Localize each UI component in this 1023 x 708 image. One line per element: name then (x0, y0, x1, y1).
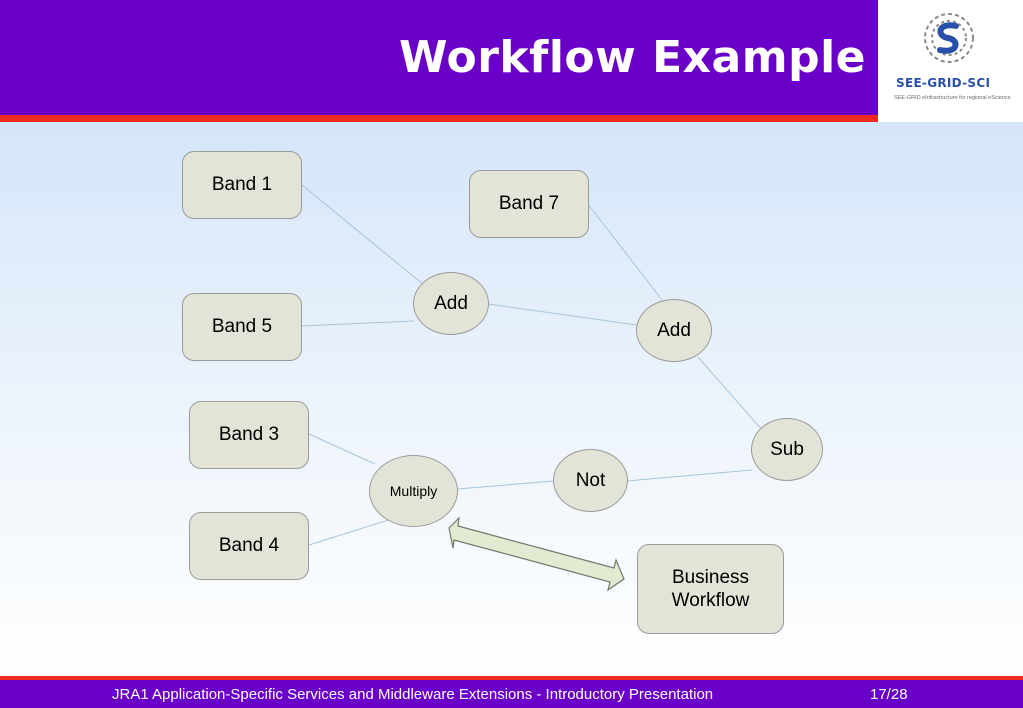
header-bar (0, 0, 878, 115)
header-accent-line (0, 115, 878, 122)
node-band-3: Band 3 (189, 401, 309, 469)
footer-accent-line (0, 676, 1023, 680)
node-not: Not (553, 449, 628, 512)
node-multiply: Multiply (369, 455, 458, 527)
edge-band4-multiply (308, 516, 399, 546)
footer-text: JRA1 Application-Specific Services and M… (112, 686, 714, 703)
edge-band5-add (301, 320, 415, 327)
edge-not-sub (626, 469, 753, 482)
node-add-2: Add (636, 299, 712, 362)
node-band-7: Band 7 (469, 170, 589, 238)
node-business-workflow: Business Workflow (637, 544, 784, 634)
edge-band7-add (587, 203, 663, 301)
edge-band1-add (301, 184, 425, 286)
slide-title: Workflow Example (399, 32, 866, 83)
node-band-1: Band 1 (182, 151, 302, 219)
node-add-1: Add (413, 272, 489, 335)
edge-multiply-not (456, 480, 555, 490)
edge-add-add (487, 303, 638, 326)
bidirectional-arrow (448, 516, 625, 592)
logo-area (878, 0, 1023, 122)
logo-text: SEE-GRID-SCI (896, 76, 991, 90)
node-band-5: Band 5 (182, 293, 302, 361)
edge-band3-multiply (308, 433, 376, 465)
node-band-4: Band 4 (189, 512, 309, 580)
footer-bar (0, 680, 1023, 708)
page-number: 17/28 (870, 686, 908, 703)
logo-subtext: SEE-GRID eInfrastructure for regional eS… (894, 95, 1011, 101)
edge-add-sub (697, 356, 764, 432)
swirl-logo-icon (924, 13, 974, 63)
node-sub: Sub (751, 418, 823, 481)
